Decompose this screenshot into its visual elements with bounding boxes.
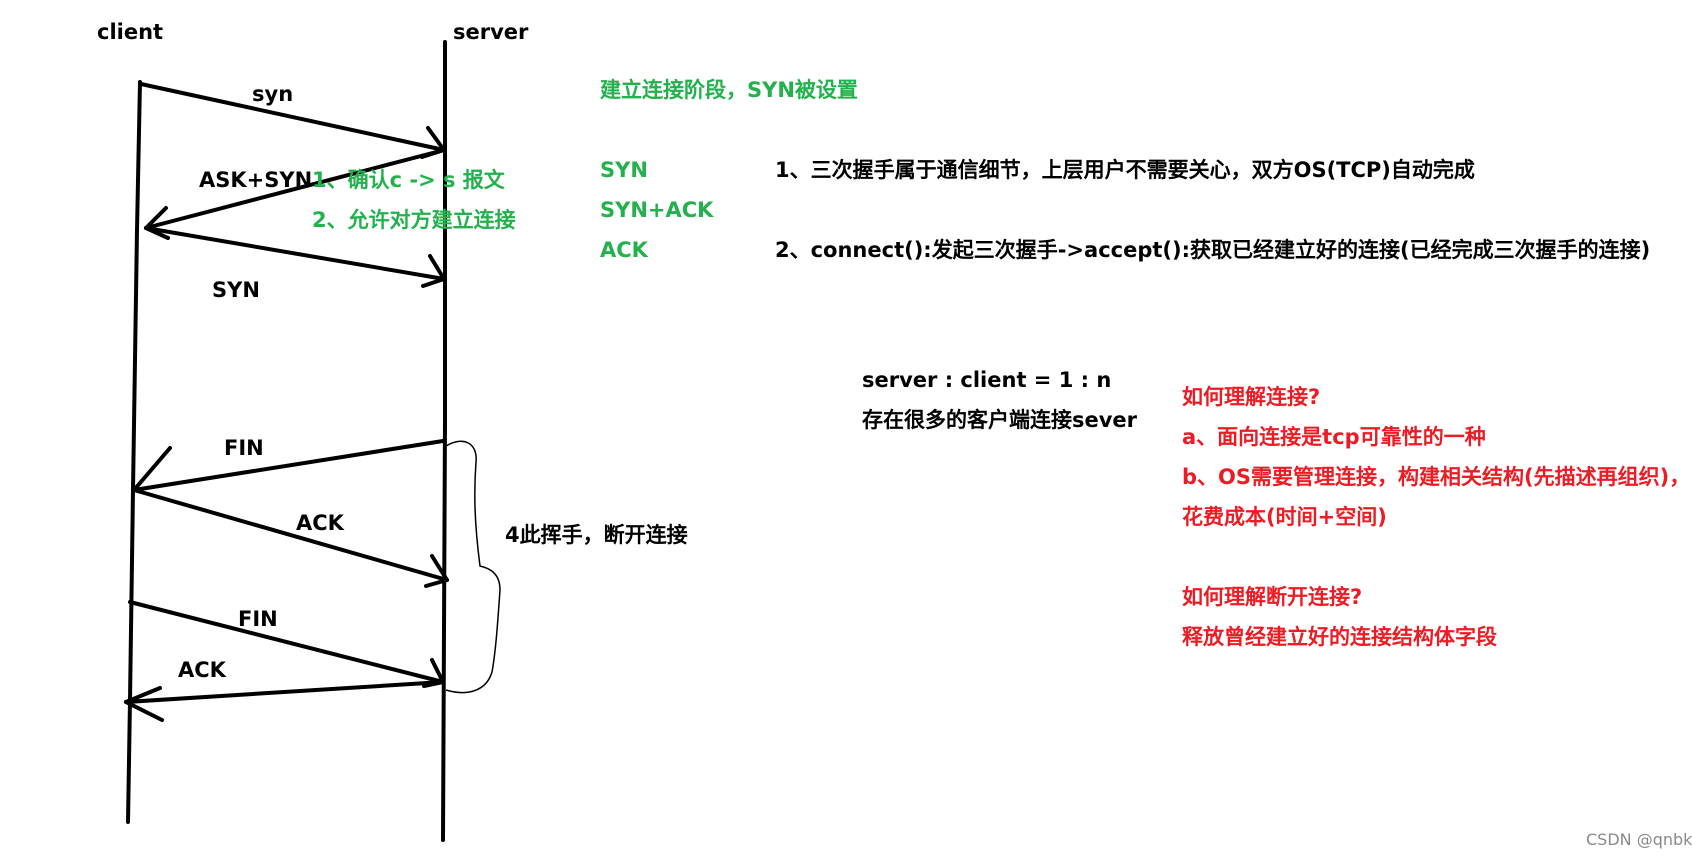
fin2-arrow [128,600,445,684]
server-lifeline [441,40,447,842]
four-wave-note: 4此挥手，断开连接 [505,523,688,547]
syn-arrow [139,82,446,152]
syn2-arrowhead [421,254,446,288]
fin1-label: FIN [224,436,264,460]
connection-question: 如何理解连接? [1182,385,1321,409]
disconnect-question: 如何理解断开连接? [1182,585,1363,609]
watermark: CSDN @qnbk [1586,830,1692,849]
four-wave-brace [445,440,501,694]
ratio-note: 存在很多的客户端连接sever [862,408,1138,432]
handshake-point-2: 2、connect():发起三次握手->accept():获取已经建立好的连接(… [775,238,1651,262]
server-label: server [453,20,529,44]
client-lifeline [126,80,142,824]
handshake-point-1: 1、三次握手属于通信细节，上层用户不需要关心，双方OS(TCP)自动完成 [775,158,1475,182]
ratio-line: server : client = 1 : n [862,368,1112,392]
syn2-label: SYN [212,278,260,302]
confirm-note: 1、确认c -> s 报文 [312,168,505,192]
ask-syn-label: ASK+SYN [199,168,313,192]
ack1-arrow [132,488,449,582]
ack1-label: ACK [296,511,344,535]
syn-label: syn [252,82,294,106]
ack1-arrowhead [424,554,449,588]
ask-syn-arrow [144,148,446,230]
fin2-label: FIN [238,607,278,631]
flag-syn-ack: SYN+ACK [600,198,714,222]
fin1-arrowhead [132,446,172,492]
flag-ack: ACK [600,238,648,262]
connection-answer-a: a、面向连接是tcp可靠性的一种 [1182,425,1486,449]
disconnect-answer: 释放曾经建立好的连接结构体字段 [1182,625,1497,649]
fin1-arrow [132,439,445,492]
client-label: client [97,20,164,44]
syn2-arrow [144,226,446,281]
ack2-label: ACK [178,658,226,682]
flag-syn: SYN [600,158,648,182]
handshake-heading: 建立连接阶段，SYN被设置 [600,78,858,102]
ack2-arrow [124,680,445,704]
allow-note: 2、允许对方建立连接 [312,208,516,232]
connection-answer-b: b、OS需要管理连接，构建相关结构(先描述再组织)， [1182,465,1691,489]
connection-cost: 花费成本(时间+空间) [1182,505,1387,529]
ack2-arrowhead [124,686,164,722]
